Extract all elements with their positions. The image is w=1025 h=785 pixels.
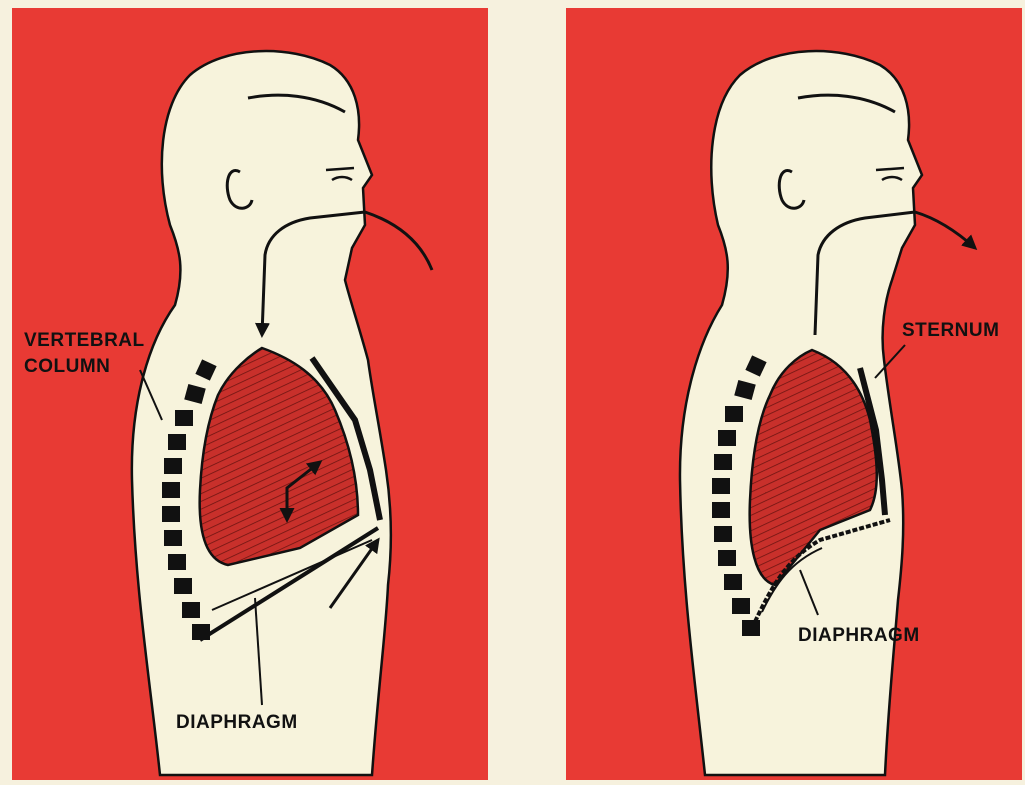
sternum-label: STERNUM — [902, 320, 999, 341]
vertebral-label-line1: VERTEBRAL — [24, 330, 145, 351]
left-diaphragm-label: DIAPHRAGM — [176, 712, 298, 733]
exhalation-panel: STERNUM DIAPHRAGM — [566, 8, 1022, 780]
right-diaphragm-label: DIAPHRAGM — [798, 625, 920, 646]
inhalation-panel: VERTEBRAL COLUMN DIAPHRAGM — [12, 8, 488, 780]
vertebral-label-line2: COLUMN — [24, 356, 110, 377]
